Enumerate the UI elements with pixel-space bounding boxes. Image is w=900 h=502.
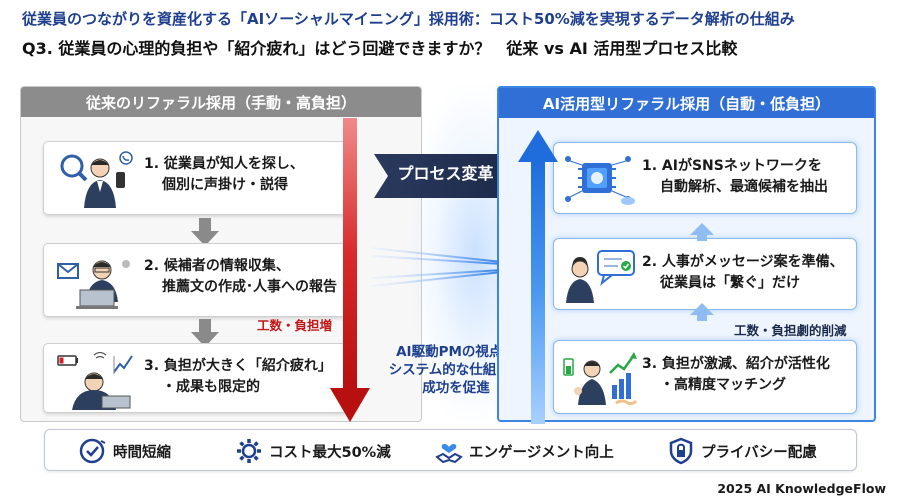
process-transform-arrow-icon (374, 146, 534, 206)
benefits-bar: 時間短縮 コスト最大50%減 エンゲージメント向上 プライバシー配慮 (44, 429, 857, 471)
happy-employee-growth-chart-icon (562, 349, 638, 407)
traditional-step-2: 2. 候補者の情報収集、 推薦文の作成･人事への報告 (43, 243, 351, 317)
ai-pm-perspective-note: AI駆動PMの視点： システム的な仕組みで 成功を促進 (388, 344, 524, 396)
worried-employee-with-magnifier-and-phone-icon (56, 150, 136, 208)
gear-cost-icon (237, 439, 261, 463)
ai-chip-network-icon (562, 151, 638, 209)
ai-step-2: 2. 人事がメッセージ案を準備、 従業員は「繋ぐ」だけ (553, 238, 857, 310)
traditional-step-3: 3. 負担が大きく「紹介疲れ」 ・成果も限定的 (43, 343, 351, 413)
small-up-arrow-icon (690, 223, 714, 241)
traditional-panel-title: 従来のリファラル採用（手動・高負担） (21, 87, 421, 117)
benefit-privacy: プライバシー配慮 (667, 436, 817, 466)
clock-check-icon (79, 438, 106, 464)
ai-step-1-text: 1. AIがSNSネットワークを 自動解析、最適候補を抽出 (642, 158, 828, 195)
page-question: Q3. 従業員の心理的負担や「紹介疲れ」はどう回避できますか？ 従来 vs AI… (22, 39, 738, 58)
workload-increase-label: 工数・負担増 (257, 318, 333, 333)
ai-step-3-text: 3. 負担が激減、紹介が活性化 ・高精度マッチング (642, 356, 830, 393)
ai-process-panel: AI活用型リファラル採用（自動・低負担） (497, 86, 876, 422)
benefit-engagement: エンゲージメント向上 (435, 436, 614, 466)
copyright-text: 2025 AI KnowledgeFlow (717, 481, 886, 496)
small-up-arrow-icon (690, 303, 714, 321)
traditional-step-2-text: 2. 候補者の情報収集、 推薦文の作成･人事への報告 (144, 258, 337, 295)
exhausted-employee-low-battery-icon (56, 351, 136, 410)
hr-message-bubble-icon (562, 247, 638, 305)
ai-step-3: 3. 負担が激減、紹介が活性化 ・高精度マッチング (553, 340, 857, 414)
handshake-heart-icon (435, 443, 463, 464)
employee-at-laptop-with-mail-icon (56, 252, 136, 310)
traditional-step-1-text: 1. 従業員が知人を探し、 個別に声掛け・説得 (144, 156, 304, 193)
down-arrow-icon (191, 319, 219, 347)
shield-lock-icon (669, 437, 693, 465)
ai-step-1: 1. AIがSNSネットワークを 自動解析、最適候補を抽出 (553, 142, 857, 214)
down-arrow-icon (191, 218, 219, 246)
benefit-cost-reduction: コスト最大50%減 (235, 436, 391, 466)
traditional-step-3-text: 3. 負担が大きく「紹介疲れ」 ・成果も限定的 (144, 358, 332, 395)
traditional-step-1: 1. 従業員が知人を探し、 個別に声掛け・説得 (43, 141, 351, 215)
ai-step-2-text: 2. 人事がメッセージ案を準備、 従業員は「繋ぐ」だけ (642, 254, 844, 291)
benefit-time-saving: 時間短縮 (79, 436, 171, 466)
blue-up-arrow-icon (518, 130, 558, 424)
red-down-arrow-icon (330, 118, 370, 422)
ai-panel-title: AI活用型リファラル採用（自動・低負担） (499, 88, 874, 118)
page-title: 従業員のつながりを資産化する「AIソーシャルマイニング」採用術：コスト50%減を… (22, 10, 795, 28)
process-transform-label: プロセス変革 (397, 164, 494, 183)
workload-reduction-label: 工数・負担劇的削減 (734, 323, 847, 338)
